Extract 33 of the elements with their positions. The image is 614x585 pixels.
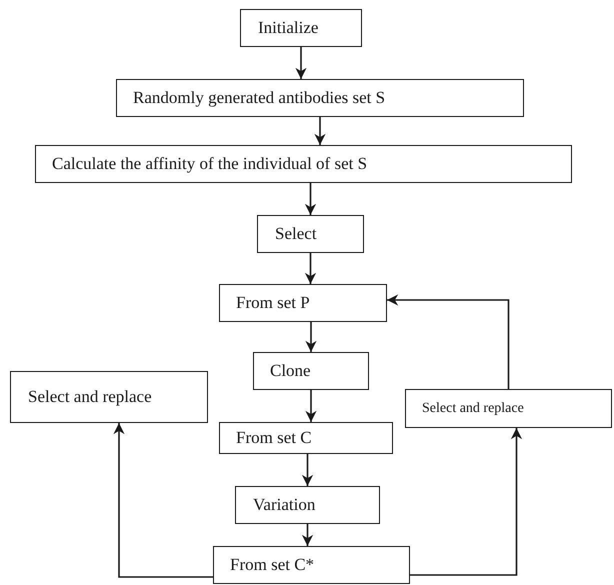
process-box — [116, 79, 524, 117]
box-label: Select — [275, 224, 317, 244]
box-label: Calculate the affinity of the individual of set S — [52, 154, 368, 174]
arrow — [295, 47, 307, 79]
arrow — [304, 253, 316, 284]
process-box — [235, 486, 380, 524]
arrow — [302, 454, 314, 486]
process-box — [253, 352, 369, 390]
box-label: Select and replace — [422, 400, 524, 416]
arrow — [305, 322, 317, 352]
process-box — [219, 284, 387, 322]
arrow — [387, 294, 510, 389]
arrow — [302, 524, 314, 546]
box-label: Initialize — [258, 18, 318, 38]
box-label: Clone — [270, 361, 311, 381]
process-box — [257, 215, 364, 253]
arrow — [314, 117, 326, 145]
arrow — [305, 390, 317, 422]
box-label: Variation — [253, 495, 316, 515]
process-box — [35, 145, 572, 183]
box-label: Randomly generated antibodies set S — [133, 88, 386, 108]
process-box — [240, 9, 362, 47]
box-label: From set P — [236, 293, 310, 313]
process-box — [213, 546, 410, 584]
process-box — [10, 371, 208, 423]
box-label: From set C — [236, 428, 312, 448]
arrow — [410, 428, 522, 576]
process-box — [219, 422, 393, 454]
arrow — [304, 183, 316, 215]
process-box — [405, 389, 612, 428]
box-label: Select and replace — [28, 387, 152, 407]
box-label: From set C* — [230, 555, 314, 575]
arrow — [113, 423, 213, 578]
